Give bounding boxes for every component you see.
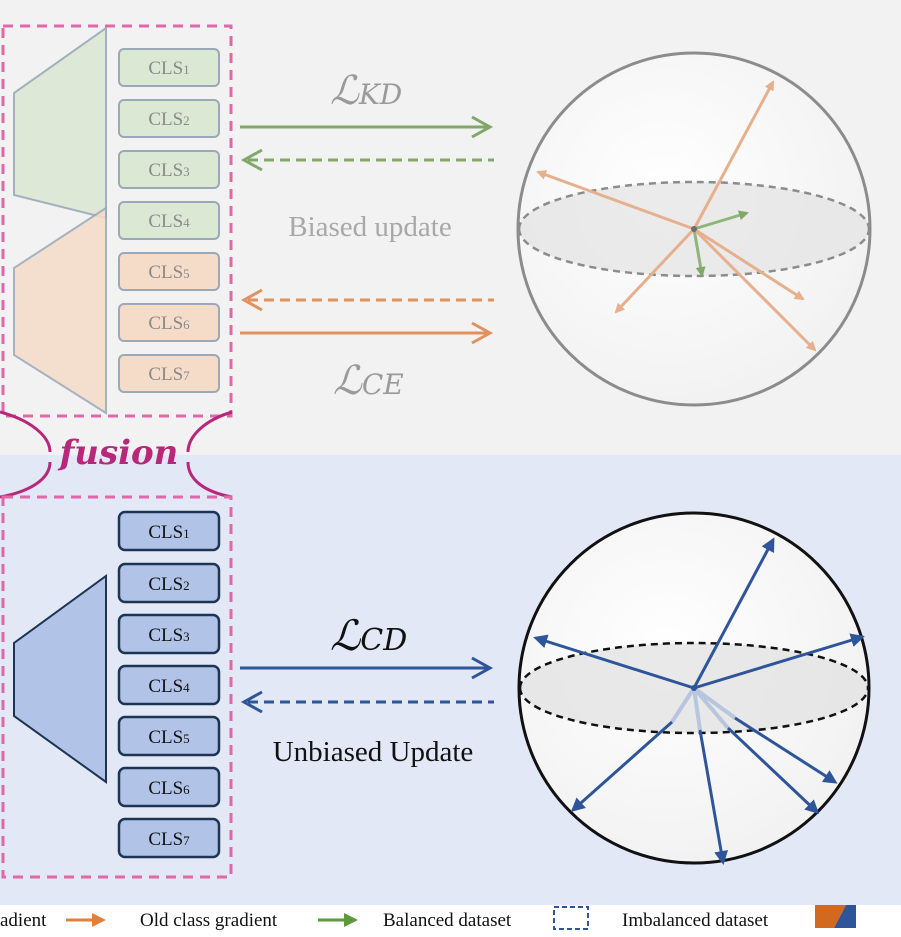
top-head-box (118, 99, 220, 138)
bottom-panel: CLS1 CLS2 CLS3 CLS4 CLS5 CLS6 CLS7 ℒCD U… (1, 495, 871, 879)
top-head-label: CLS4 (148, 211, 190, 232)
legend-old-gradient-label: Old class gradient (140, 910, 278, 931)
top-heads: CLS1 CLS2 CLS3 CLS4 CLS5 CLS6 CLS7 (118, 48, 220, 393)
kd-arrows (240, 115, 494, 172)
bottom-head-box (117, 715, 221, 757)
bottom-head-box (117, 817, 221, 859)
top-head-label: CLS5 (148, 262, 189, 283)
legend-imbalanced-label: Imbalanced dataset (622, 910, 769, 931)
top-head-box (118, 354, 220, 393)
legend-dashed-box-icon (553, 906, 589, 930)
bottom-head-box (117, 562, 221, 604)
top-head-box (118, 252, 220, 291)
biased-update-label: Biased update (288, 211, 451, 243)
ce-arrows (240, 288, 494, 345)
legend-orange-arrow-icon (66, 913, 106, 927)
bottom-head-label: CLS6 (148, 778, 190, 799)
legend: adient Old class gradient Balanced datas… (0, 905, 856, 931)
fusion-label: fusion (58, 433, 179, 473)
new-encoder-shape (13, 206, 107, 415)
bottom-head-label: CLS1 (148, 522, 189, 543)
bottom-heads: CLS1 CLS2 CLS3 CLS4 CLS5 CLS6 CLS7 (117, 510, 221, 859)
unified-encoder-shape (13, 574, 107, 784)
old-encoder-shape (13, 26, 107, 220)
top-head-box (118, 48, 220, 87)
top-head-box (118, 201, 220, 240)
bottom-head-label: CLS5 (148, 727, 189, 748)
fusion-connector: fusion (0, 410, 233, 499)
top-head-label: CLS7 (148, 364, 190, 385)
top-head-box (118, 150, 220, 189)
bottom-head-box (117, 510, 221, 552)
top-head-label: CLS2 (148, 109, 189, 130)
biased-sphere (516, 51, 872, 407)
unbiased-update-label: Unbiased Update (273, 736, 474, 768)
top-panel: CLS1 CLS2 CLS3 CLS4 CLS5 CLS6 CLS7 ℒKD ℒ… (1, 24, 872, 418)
legend-imbalanced-swatch-icon (815, 905, 856, 928)
legend-bg (0, 905, 901, 937)
top-head-label: CLS6 (148, 313, 190, 334)
bottom-head-box (117, 766, 221, 808)
bottom-head-label: CLS4 (148, 676, 190, 697)
top-dashed-box (1, 24, 233, 418)
bottom-head-box (117, 613, 221, 655)
bottom-head-label: CLS3 (148, 625, 189, 646)
legend-new-gradient-label: adient (0, 910, 47, 931)
top-head-label: CLS1 (148, 58, 189, 79)
bottom-head-label: CLS7 (148, 829, 190, 850)
top-head-box (118, 303, 220, 342)
legend-balanced-label: Balanced dataset (383, 910, 512, 931)
loss-kd-label: ℒKD (330, 68, 402, 114)
unbiased-sphere (517, 511, 871, 865)
bottom-head-label: CLS2 (148, 574, 189, 595)
legend-green-arrow-icon (318, 913, 358, 927)
cd-arrows (240, 656, 494, 714)
bottom-head-box (117, 664, 221, 706)
bottom-dashed-box (1, 495, 233, 879)
loss-ce-label: ℒCE (333, 358, 404, 404)
loss-cd-label: ℒCD (330, 611, 407, 660)
top-head-label: CLS3 (148, 160, 189, 181)
